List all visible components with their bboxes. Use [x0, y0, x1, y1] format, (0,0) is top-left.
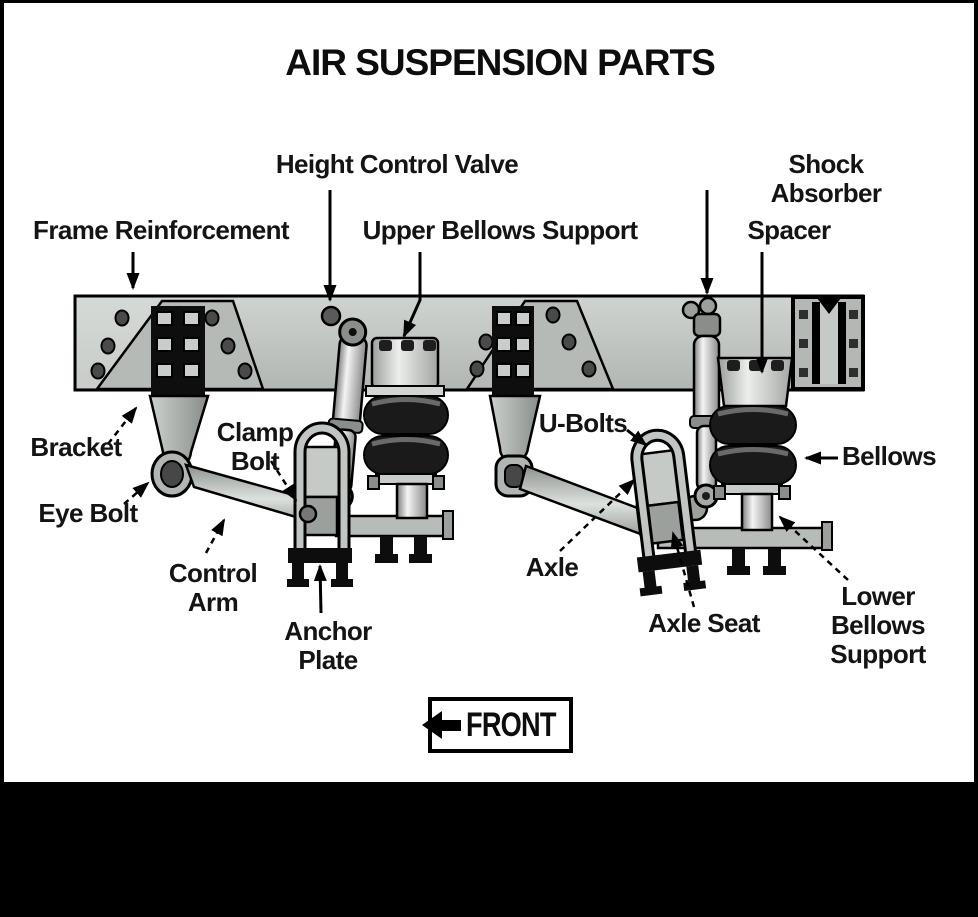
- lower-bellows-support-part: [367, 473, 445, 520]
- leader-bracket: [107, 406, 138, 445]
- leader-upper-bellows-support: [402, 252, 422, 338]
- label-bracket: Bracket: [30, 432, 122, 462]
- leader-axle-seat: [670, 531, 696, 608]
- front-direction-badge: FRONT: [422, 697, 573, 753]
- bellows-part: [363, 395, 449, 475]
- right-air-spring: [709, 356, 797, 532]
- lower-bellows-support-part-right: [713, 483, 791, 532]
- label-axle: Axle: [525, 552, 579, 582]
- height-control-valve-part: [320, 305, 342, 327]
- leader-control-arm: [204, 518, 226, 554]
- label-shock-absorber: Shock Absorber: [770, 149, 882, 209]
- left-hanger-bracket: [90, 299, 265, 498]
- anchor-plate-part: [287, 548, 353, 587]
- bellows-part-right: [709, 405, 797, 485]
- front-label: FRONT: [466, 705, 557, 744]
- leader-u-bolts: [626, 428, 648, 447]
- left-air-spring: [363, 336, 449, 520]
- label-anchor-plate: Anchor Plate: [284, 616, 372, 676]
- label-control-arm: Control Arm: [168, 558, 258, 618]
- label-spacer: Spacer: [747, 215, 831, 245]
- label-lower-bellows-support: Lower Bellows Support: [830, 581, 926, 670]
- center-hanger-bracket: [464, 299, 615, 498]
- label-bellows: Bellows: [841, 441, 937, 471]
- clamp-bolt-part: [298, 504, 318, 524]
- leader-lines: [107, 190, 849, 614]
- right-control-arm: [518, 464, 833, 575]
- label-upper-bellows-support: Upper Bellows Support: [362, 215, 638, 245]
- page-title: AIR SUSPENSION PARTS: [285, 42, 716, 83]
- front-left-arrow-icon: [422, 711, 462, 739]
- upper-bellows-support-part: [365, 336, 445, 397]
- leader-clamp-bolt: [269, 460, 298, 502]
- left-axle-clamp: [287, 421, 353, 587]
- label-eye-bolt: Eye Bolt: [38, 498, 138, 528]
- label-clamp-bolt: Clamp Bolt: [216, 417, 294, 477]
- right-axle-clamp: [630, 428, 707, 597]
- eye-bolt-part: [150, 450, 194, 498]
- spacer-part: [716, 356, 794, 408]
- label-frame-reinforcement: Frame Reinforcement: [33, 215, 290, 245]
- leader-anchor-plate: [313, 564, 327, 614]
- frame-crossmember-plate: [791, 295, 865, 391]
- label-height-control-valve: Height Control Valve: [275, 149, 519, 179]
- leader-lower-bellows-support: [778, 515, 849, 581]
- label-u-bolts: U-Bolts: [538, 408, 628, 438]
- label-axle-seat: Axle Seat: [648, 608, 760, 638]
- leader-eye-bolt: [123, 481, 150, 505]
